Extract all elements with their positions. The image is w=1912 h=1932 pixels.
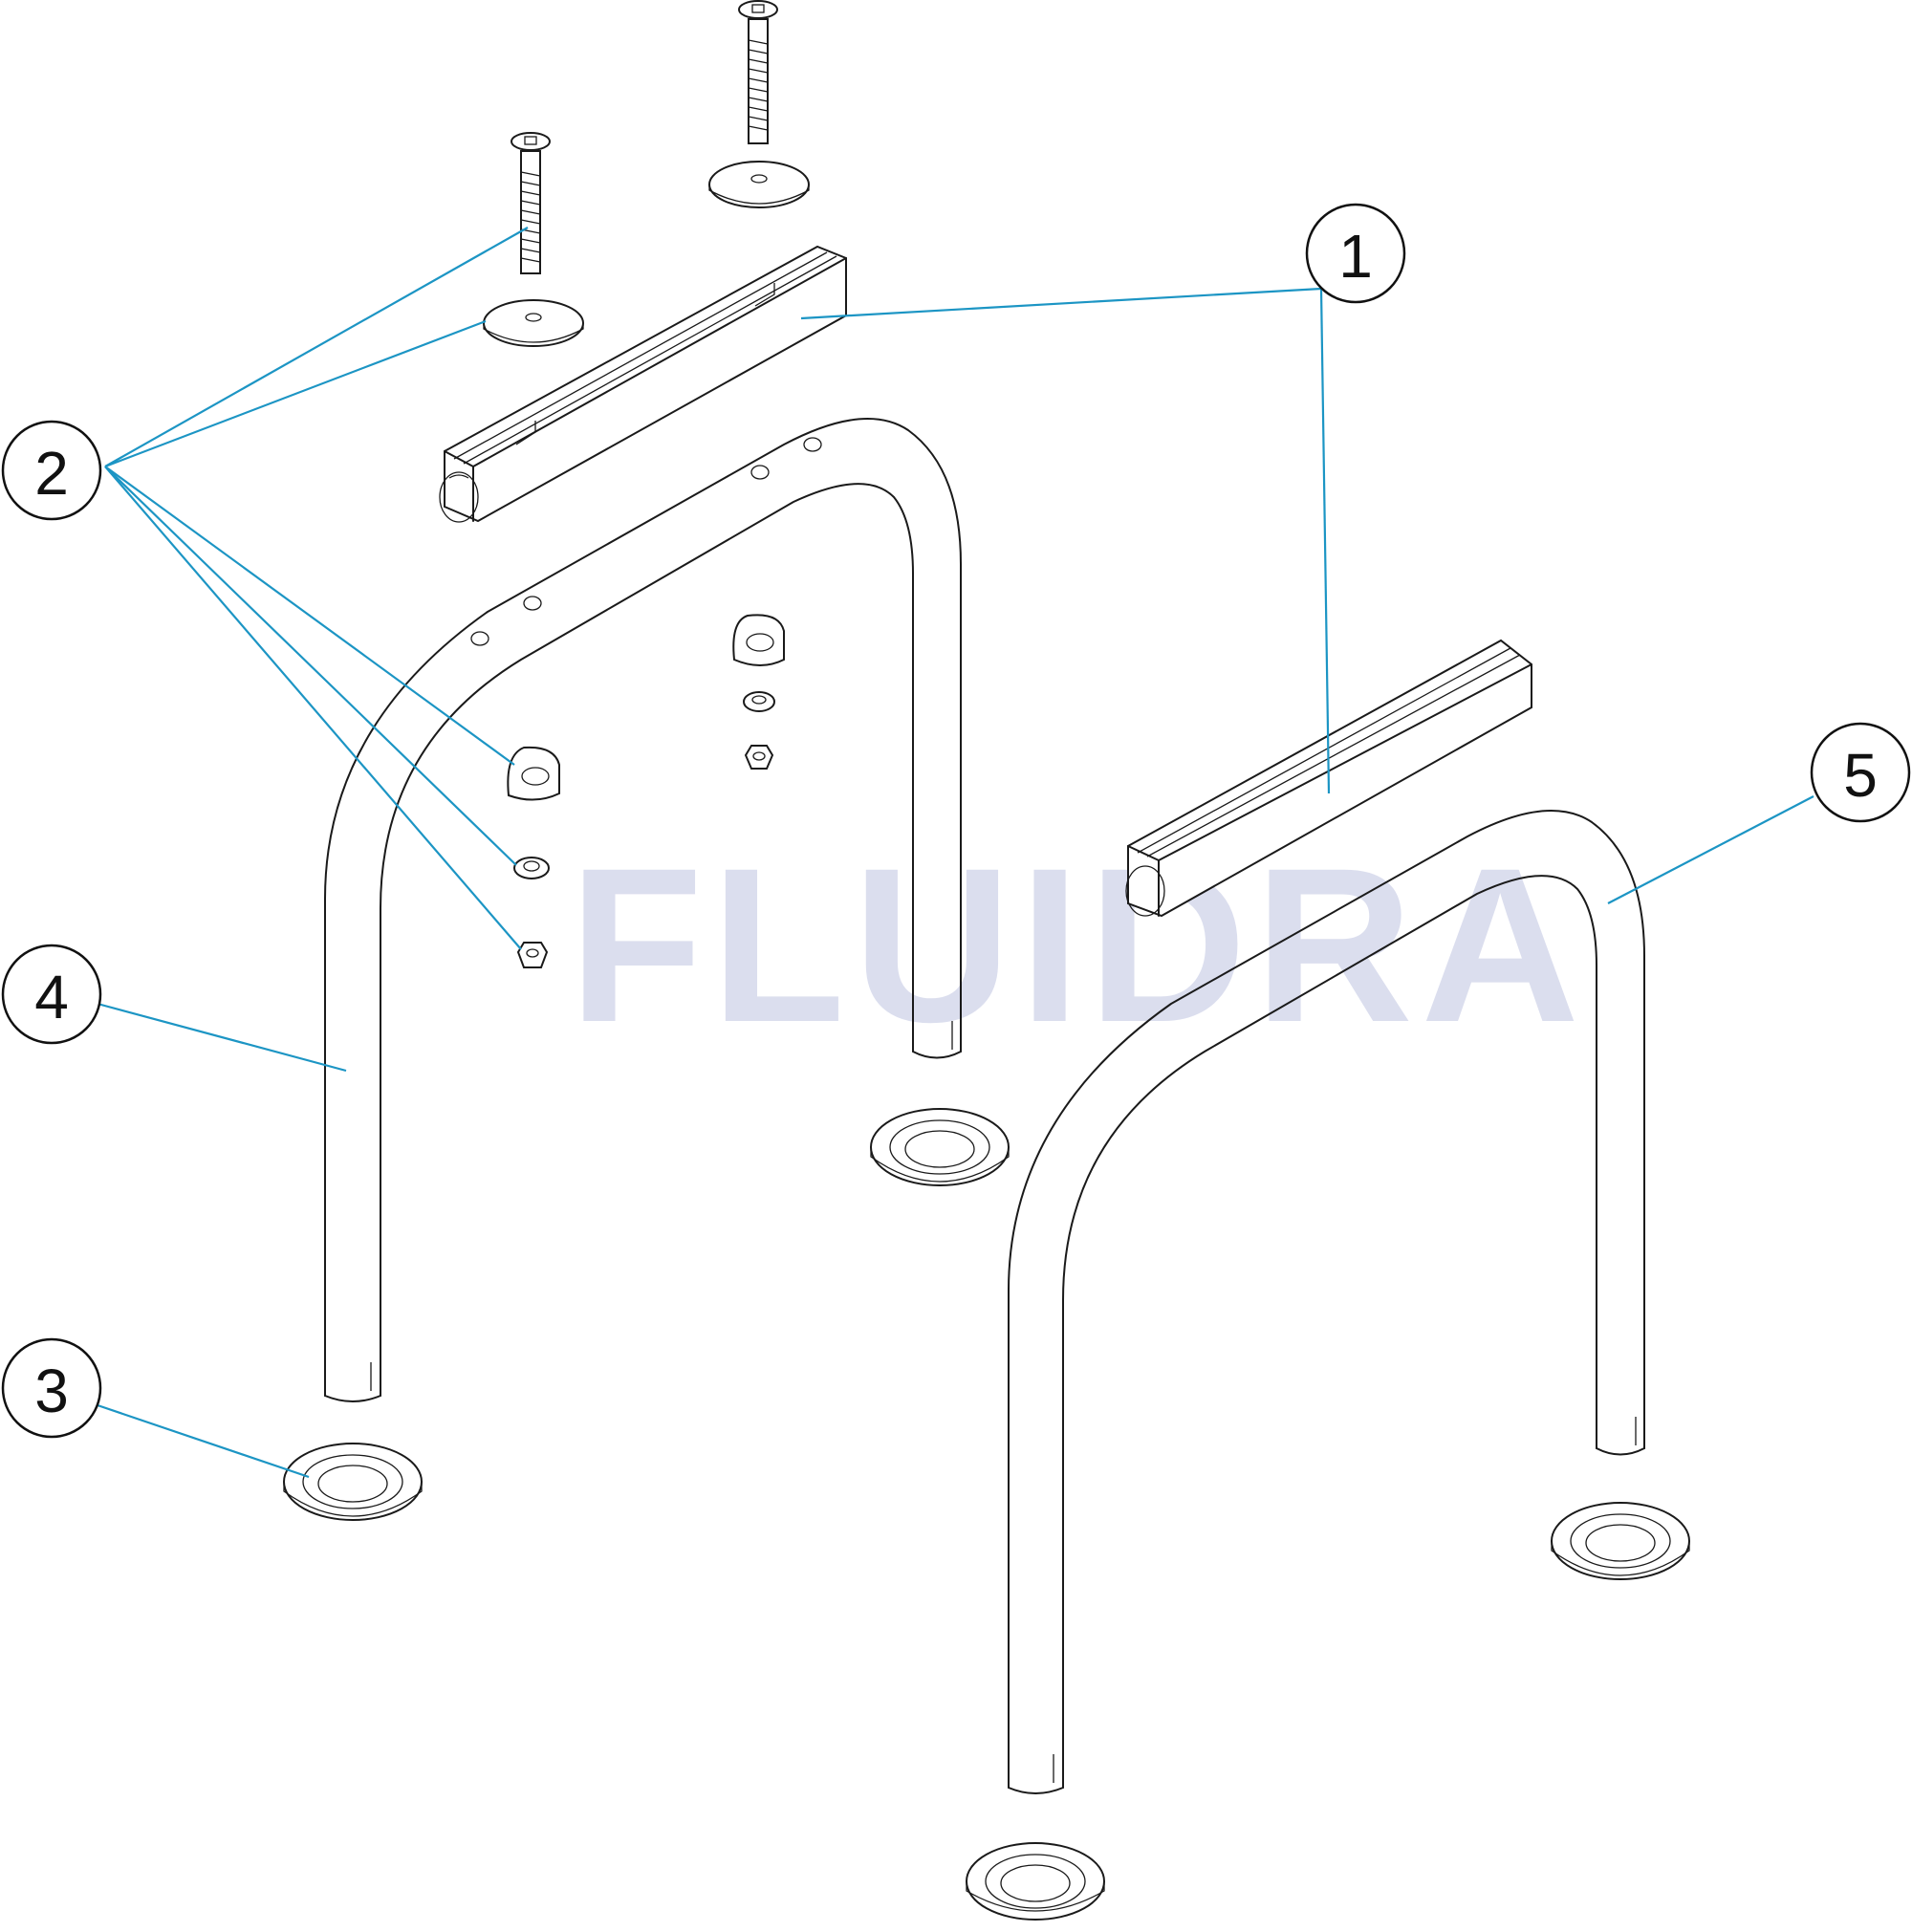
profile-rail-top [439,245,847,523]
callout-5: 5 [1810,722,1911,823]
leader-5 [1607,795,1814,904]
leader-2-small-washer [104,466,517,866]
clamp-left [507,746,560,801]
small-washer-left [513,857,550,879]
callout-4: 4 [1,944,102,1045]
washer-right [708,161,810,208]
base-escutcheon-3 [1551,1502,1690,1580]
nut-right [744,745,774,770]
leader-2-nut [104,466,522,950]
callout-3-label: 3 [34,1357,69,1425]
watermark-logo: FLUIDRA [569,822,1587,1068]
screw-right [738,0,778,144]
base-escutcheon-2 [283,1443,423,1521]
leader-3 [97,1403,310,1479]
handrail-left [324,418,962,1402]
base-escutcheon-4 [966,1842,1105,1921]
small-washer-right [743,691,775,712]
leader-2-screw [104,227,529,467]
callout-3: 3 [1,1337,102,1439]
callout-1: 1 [1305,203,1406,304]
profile-rail-bottom [1125,639,1532,918]
callout-2-label: 2 [34,439,69,508]
leader-2-washer [104,319,487,468]
washer-left [483,299,584,347]
handrail-right [1008,810,1645,1794]
callout-2: 2 [1,420,102,521]
nut-left [516,942,549,968]
callout-4-label: 4 [34,963,69,1031]
leader-1-bottom [1319,288,1331,794]
leader-2-clamp [104,466,515,766]
callout-1-label: 1 [1338,222,1373,291]
base-escutcheon-1 [870,1108,1010,1186]
leader-1-top [800,287,1322,320]
leader-4 [97,1002,347,1073]
screw-left [511,132,551,274]
clamp-right [732,614,785,666]
leader-lines [97,227,1814,1479]
callout-5-label: 5 [1843,741,1878,810]
